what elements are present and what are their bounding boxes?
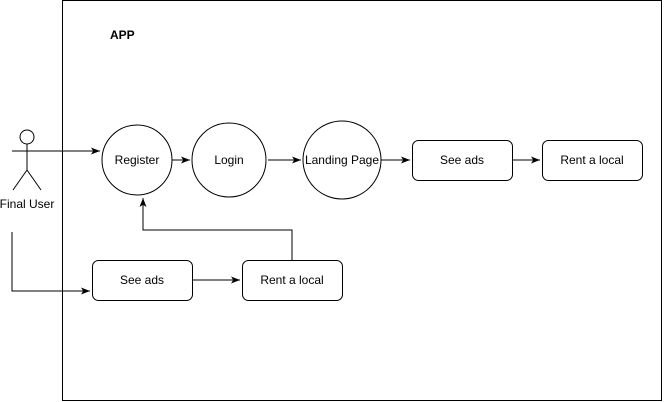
node-rent-local-top-label: Rent a local [560,153,623,167]
node-see-ads-top[interactable]: See ads [412,140,513,181]
app-frame-title: APP [110,28,135,42]
node-login[interactable]: Login [191,122,267,198]
edge-rent-bottom-to-register [139,198,293,260]
actor-final-user[interactable] [12,129,42,191]
node-landing-page-label: Landing Page [305,153,379,167]
node-see-ads-bottom[interactable]: See ads [92,260,193,301]
edge-user-to-see-ads-bottom [11,232,90,295]
node-rent-local-top[interactable]: Rent a local [542,140,643,181]
app-frame [62,0,662,401]
node-register[interactable]: Register [101,124,173,196]
actor-label: Final User [0,197,54,211]
node-login-label: Login [214,153,243,167]
node-see-ads-top-label: See ads [440,153,484,167]
actor-head [19,129,35,145]
node-rent-local-bottom[interactable]: Rent a local [242,260,343,301]
node-see-ads-bottom-label: See ads [120,273,164,287]
node-landing-page[interactable]: Landing Page [302,120,382,200]
node-rent-local-bottom-label: Rent a local [260,273,323,287]
node-register-label: Register [115,153,160,167]
